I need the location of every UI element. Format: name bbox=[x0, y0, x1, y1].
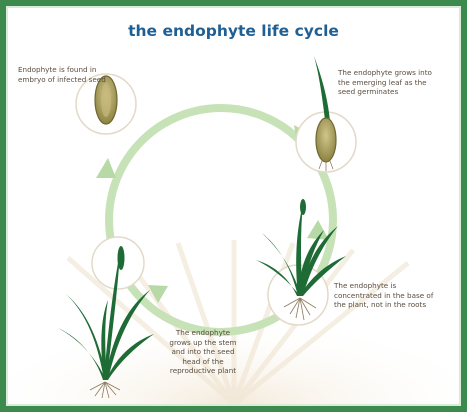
caption-reproductive: The endophyte grows up the stem and into… bbox=[158, 328, 248, 376]
diagram-title: the endophyte life cycle bbox=[8, 22, 459, 40]
seed-head-icon bbox=[118, 246, 125, 270]
cycle-arrow-left bbox=[96, 158, 116, 178]
diagram-panel: the endophyte life cycle Endophyte is fo… bbox=[6, 6, 461, 406]
caption-germination: The endophyte grows into the emerging le… bbox=[338, 68, 456, 97]
caption-seed: Endophyte is found in embryo of infected… bbox=[18, 65, 148, 84]
sunburst-background bbox=[8, 240, 459, 404]
caption-vegetative: The endophyte is concentrated in the bas… bbox=[334, 281, 458, 310]
germinating-seed-icon bbox=[316, 118, 336, 162]
